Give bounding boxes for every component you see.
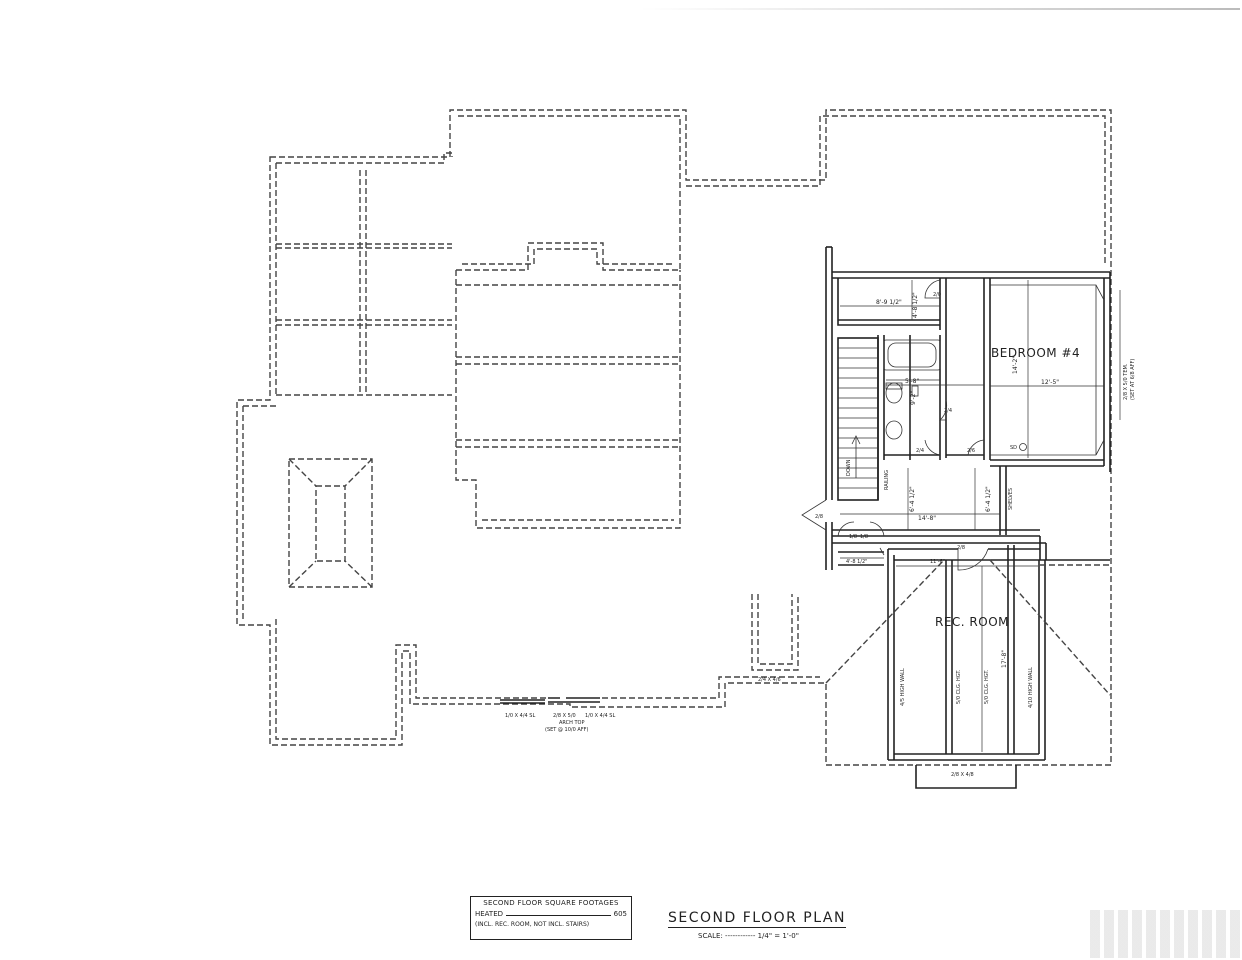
closet-width-dim: 8'-9 1/2" <box>876 299 902 306</box>
rec-door-label: 2/8 <box>957 545 965 551</box>
heated-underline <box>506 910 611 916</box>
closet-depth-dim: 4'-8 1/2" <box>912 292 919 318</box>
window-left-note: 1/0 X 4/4 SL <box>505 713 535 719</box>
bedroom-width-dim: 12'-5" <box>1041 379 1059 386</box>
stair-down-label: DOWN <box>846 459 852 476</box>
bath-door-label: 2/4 <box>916 448 924 454</box>
second-floor-walls <box>825 246 1111 789</box>
scale-label: SCALE: <box>698 932 723 940</box>
smoke-detector-icon <box>1019 443 1027 451</box>
dimension-lines <box>840 280 1121 752</box>
heated-value: 605 <box>613 910 627 918</box>
stairs <box>837 337 879 501</box>
scale-line: SCALE: ------------ 1/4" = 1'-0" <box>698 932 858 940</box>
sqft-note: (INCL. REC. ROOM, NOT INCL. STAIRS) <box>475 921 590 928</box>
door-swings <box>801 279 989 571</box>
window-center-set-note: (SET @ 10/0 AFF) <box>545 727 589 733</box>
sqft-title: SECOND FLOOR SQUARE FOOTAGES <box>483 899 619 907</box>
rec-room-roof-lines <box>825 559 1111 696</box>
heated-label: HEATED <box>475 910 504 918</box>
landing-width-dim: 4'-8 1/2" <box>846 559 867 565</box>
title-block: SECOND FLOOR PLAN SCALE: ------------ 1/… <box>668 907 858 940</box>
window-markers <box>500 697 600 704</box>
top-border-line <box>640 8 1240 10</box>
hall-door-label: 2/8 <box>815 514 823 520</box>
sqft-heated-row: HEATED 605 <box>475 910 627 918</box>
shelves-label: SHELVES <box>1008 488 1014 510</box>
scale-value: 1/4" = 1'-0" <box>757 932 799 940</box>
plan-title: SECOND FLOOR PLAN <box>668 910 846 928</box>
window-right-note: 2/8 X 5/0 TEM. <box>1123 363 1129 400</box>
linen-door-label: 2/4 <box>944 408 952 414</box>
rec-ceiling-right-note: 5/0 CLG. HGT. <box>984 669 990 704</box>
rec-wall-left-note: 4/5 HIGH WALL <box>900 668 906 706</box>
window-right-set-note: (SET AT 6/8 AFF) <box>1130 359 1136 400</box>
smoke-detector-label: SD <box>1010 445 1017 451</box>
square-footage-box: SECOND FLOOR SQUARE FOOTAGES HEATED 605 … <box>470 896 632 940</box>
bedroom-label: BEDROOM #4 <box>991 346 1080 360</box>
bedroom-roof-lines <box>990 284 1105 456</box>
window-center-note: 2/8 X 5/0 <box>553 713 576 719</box>
bath-width-dim: 5'-8" <box>905 378 919 385</box>
hall-width-dim: 14'-8" <box>918 515 936 522</box>
hall-depth-right-dim: 6'-4 1/2" <box>985 486 992 512</box>
bath-fixtures <box>883 339 941 440</box>
roof-outline <box>236 109 1112 766</box>
window-rec-bottom-note: 2/8 X 4/8 <box>951 772 974 778</box>
scale-dashes: ------------ <box>725 932 758 940</box>
hip-roof-element <box>288 458 373 588</box>
window-right2-note: 1/0 X 4/4 SL <box>585 713 615 719</box>
rec-width-dim: 11'-6" <box>930 559 945 565</box>
double-door-left-label: 1/8 <box>849 534 857 540</box>
bedroom-door-label: 2/6 <box>967 448 975 454</box>
rec-room-label: REC. ROOM <box>935 615 1009 629</box>
bedroom-depth-dim: 14'-2" <box>1012 356 1019 374</box>
railing-label: RAILING <box>884 470 890 490</box>
chimney-outline <box>751 594 799 671</box>
watermark-logo <box>1090 910 1240 958</box>
hall-depth-left-dim: 6'-4 1/2" <box>909 486 916 512</box>
rec-ceiling-left-note: 5/0 CLG. HGT. <box>956 669 962 704</box>
bath-depth-dim: 9'-2" <box>910 391 917 405</box>
window-small-note: 2/4 X 4/6 <box>758 677 781 683</box>
double-door-right-label: 1/8 <box>860 534 868 540</box>
closet-door-label: 2/0 <box>933 292 941 298</box>
rec-wall-right-note: 4/10 HIGH WALL <box>1028 667 1034 708</box>
window-center-arch-note: ARCH TOP <box>559 720 585 726</box>
rec-depth-dim: 17'-8" <box>1001 650 1008 668</box>
